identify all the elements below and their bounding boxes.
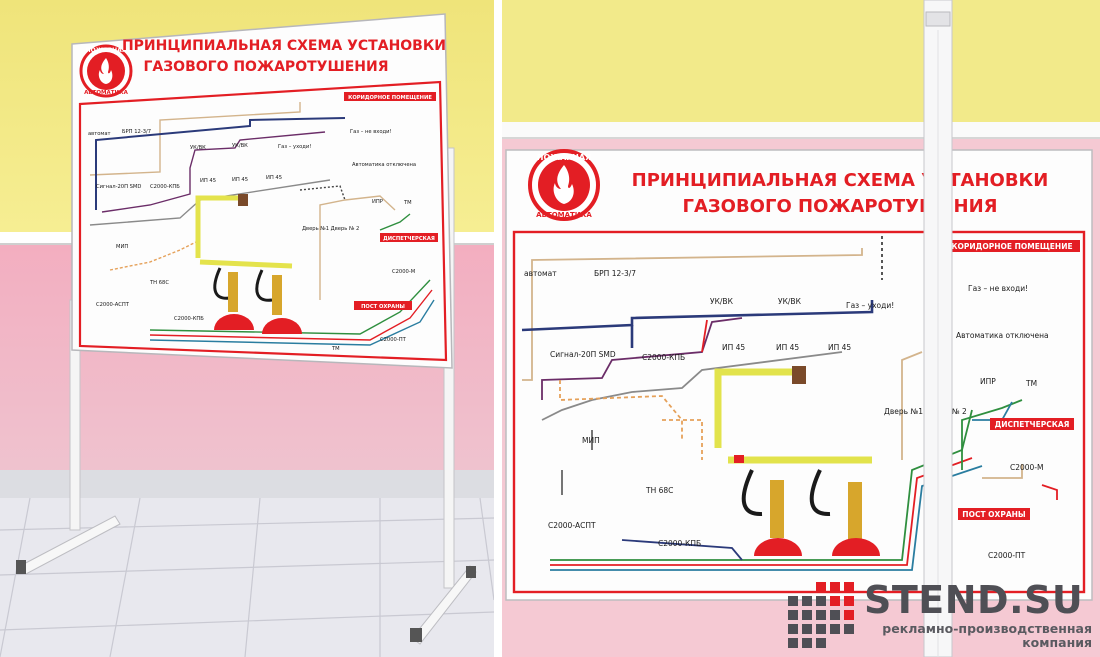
label-ip45-2: ИП 45 <box>232 177 248 183</box>
board-title-line2: ГАЗОВОГО ПОЖАРОТУШЕНИЯ <box>143 59 388 75</box>
label-guard: ПОСТ ОХРАНЫ <box>361 304 405 310</box>
label-corridor: КОРИДОРНОЕ ПОМЕЩЕНИЕ <box>951 242 1072 251</box>
label-s2000-pt: С2000-ПТ <box>380 337 407 343</box>
label-ukvk-1: УК/ВК <box>710 297 734 306</box>
label-ukvk-2: УК/ВК <box>232 143 248 149</box>
label-dispatch: ДИСПЕТЧЕРСКАЯ <box>383 236 435 242</box>
label-ip45-3: ИП 45 <box>828 343 851 352</box>
wall-yellow <box>502 0 1100 124</box>
logo-top-text: ПОЖАРНАЯ <box>537 153 591 162</box>
photo-right-scene: ПОЖАРНАЯ АВТОМАТИКА ПРИНЦИПИАЛЬНАЯ СХЕМА… <box>502 0 1100 657</box>
logo-bottom-text: АВТОМАТИКА <box>536 211 592 219</box>
logo-top-text: ПОЖАРНАЯ <box>86 47 127 54</box>
label-avtomat: автомат <box>88 131 111 137</box>
label-gas-no-enter: Газ – не входи! <box>350 129 392 135</box>
label-ukvk-1: УК/ВК <box>190 145 206 151</box>
brand-logo: ПОЖАРНАЯ АВТОМАТИКА <box>79 44 133 98</box>
photo-left-scene: ПОЖАРНАЯ АВТОМАТИКА ПРИНЦИПИАЛЬНАЯ СХЕМА… <box>0 0 494 657</box>
label-s2000m: С2000-М <box>392 269 415 275</box>
watermark-grid-icon <box>788 582 854 648</box>
floor-tiles <box>0 497 494 657</box>
label-s2000m: С2000-М <box>1010 463 1044 472</box>
label-tn68: ТН 68С <box>645 486 673 495</box>
label-avtomat: автомат <box>524 269 557 278</box>
gas-pipe <box>714 366 872 540</box>
gas-cylinders <box>214 314 302 334</box>
photo-left: ПОЖАРНАЯ АВТОМАТИКА ПРИНЦИПИАЛЬНАЯ СХЕМА… <box>0 0 494 657</box>
label-signal: Сигнал-20П SMD <box>550 350 616 359</box>
watermark-tagline: рекламно-производственная компания <box>882 621 1092 650</box>
label-tm: ТМ <box>1025 379 1037 388</box>
photo-right: ПОЖАРНАЯ АВТОМАТИКА ПРИНЦИПИАЛЬНАЯ СХЕМА… <box>502 0 1100 657</box>
label-auto-off: Автоматика отключена <box>956 331 1049 340</box>
label-ip45-1: ИП 45 <box>200 178 216 184</box>
watermark: STEND.SU рекламно-производственная компа… <box>782 578 1094 652</box>
label-s2000-kpb-1: С2000-КПБ <box>642 353 685 362</box>
label-brp: БРП 12-3/7 <box>122 129 151 135</box>
label-s2000-kpb-2: С2000-КПБ <box>658 539 701 548</box>
label-s2000-kpb-1: С2000-КПБ <box>150 184 180 190</box>
label-mip: МИП <box>116 244 128 250</box>
wiring-lines <box>89 102 435 346</box>
label-door: Дверь №1 Дверь № 2 <box>302 226 359 232</box>
gas-pipe <box>195 194 293 315</box>
brand-logo: ПОЖАРНАЯ АВТОМАТИКА <box>528 149 600 221</box>
label-ukvk-2: УК/ВК <box>778 297 802 306</box>
label-brp: БРП 12-3/7 <box>594 269 636 278</box>
label-dispatch: ДИСПЕТЧЕРСКАЯ <box>995 420 1070 429</box>
label-gas-leave: Газ – уходи! <box>278 144 311 150</box>
label-corridor: КОРИДОРНОЕ ПОМЕЩЕНИЕ <box>348 95 432 101</box>
label-tn68: ТН 68С <box>149 280 169 286</box>
label-signal: Сигнал-20П SMD <box>96 184 141 190</box>
label-gas-no-enter: Газ – не входи! <box>968 284 1028 293</box>
baseboard <box>0 470 494 500</box>
wall-rail <box>502 122 1100 138</box>
watermark-brand: STEND.SU <box>864 578 1084 622</box>
board-title-line1: ПРИНЦИПИАЛЬНАЯ СХЕМА УСТАНОВКИ <box>632 170 1049 191</box>
label-ipr: ИПР <box>372 199 383 205</box>
label-mip: МИП <box>582 436 600 445</box>
label-auto-off: Автоматика отключена <box>352 162 416 168</box>
label-s2000-aspt: С2000-АСПТ <box>548 521 596 530</box>
label-ip45-3: ИП 45 <box>266 175 282 181</box>
board-title-line2: ГАЗОВОГО ПОЖАРОТУШЕНИЯ <box>682 196 997 217</box>
wiring-lines <box>521 236 1058 571</box>
label-s2000-kpb-2: С2000-КПБ <box>174 316 204 322</box>
label-s2000-pt: С2000-ПТ <box>988 551 1026 560</box>
label-s2000-aspt: С2000-АСПТ <box>96 302 130 308</box>
aluminum-profile <box>923 0 953 657</box>
board-title-line1: ПРИНЦИПИАЛЬНАЯ СХЕМА УСТАНОВКИ <box>122 38 446 54</box>
gas-cylinders <box>754 538 880 556</box>
logo-bottom-text: АВТОМАТИКА <box>84 90 128 96</box>
label-ip45-2: ИП 45 <box>776 343 799 352</box>
label-tm-2: ТМ <box>331 346 340 352</box>
label-guard: ПОСТ ОХРАНЫ <box>962 510 1026 519</box>
label-ipr: ИПР <box>980 377 996 386</box>
label-ip45-1: ИП 45 <box>722 343 745 352</box>
label-tm-1: ТМ <box>403 200 412 206</box>
label-gas-leave: Газ – уходи! <box>846 301 894 310</box>
